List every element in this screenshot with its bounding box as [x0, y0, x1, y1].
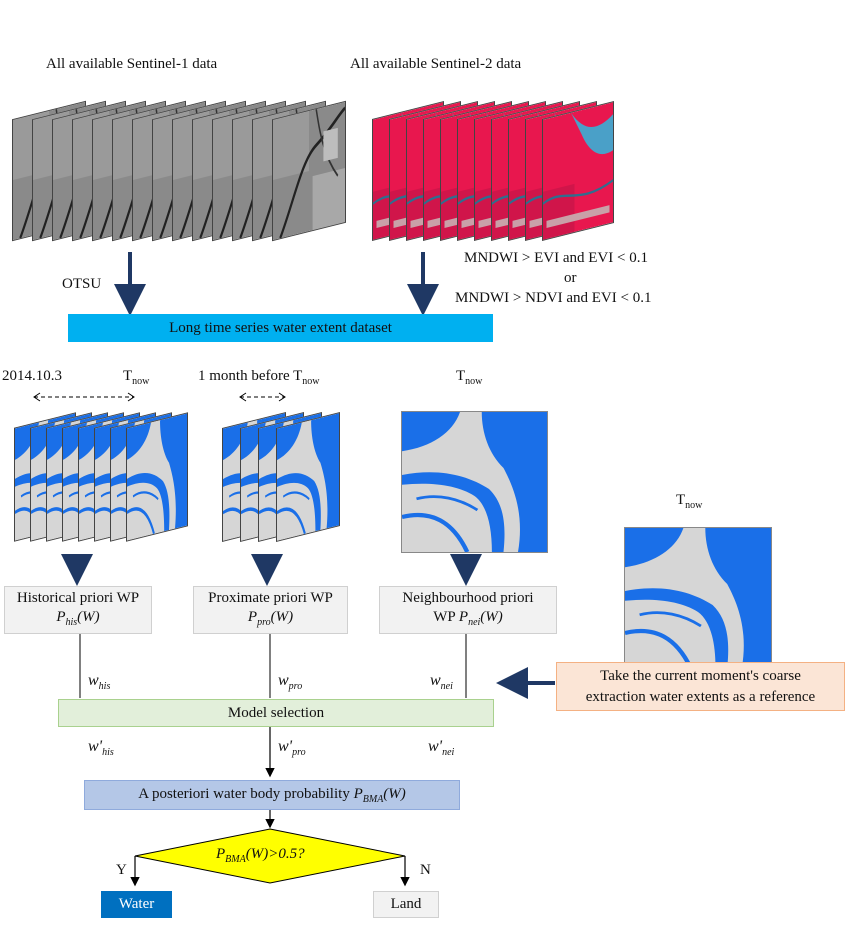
decision-condition: PBMA(W)>0.5?	[216, 846, 305, 865]
posterior-weight-his: w'his	[88, 738, 114, 759]
reference-box: Take the current moment's coarse extract…	[556, 662, 845, 711]
model-selection-bar: Model selection	[58, 699, 494, 727]
his-tnow-label: Tnow	[123, 368, 150, 387]
decision-diamond	[134, 828, 406, 884]
water-outcome-box: Water	[101, 891, 172, 918]
neighbourhood-prior-formula: WP Pnei(W)	[433, 608, 503, 628]
proximate-prior-title: Proximate priori WP	[208, 589, 333, 606]
reference-tnow-label: Tnow	[676, 492, 703, 511]
dataset-label: Long time series water extent dataset	[169, 319, 392, 336]
rule-line-1: MNDWI > EVI and EVI < 0.1	[464, 250, 648, 266]
otsu-label: OTSU	[62, 276, 102, 292]
rule-line-2: MNDWI > NDVI and EVI < 0.1	[455, 290, 652, 306]
posterior-label: A posteriori water body probability PBMA…	[138, 785, 406, 805]
s1-image-layer	[272, 100, 346, 242]
land-outcome-label: Land	[390, 896, 422, 912]
decision-yes-label: Y	[116, 862, 127, 878]
nei-tnow-label: Tnow	[456, 368, 483, 387]
posterior-weight-nei: w'nei	[428, 738, 455, 759]
model-selection-label: Model selection	[227, 704, 325, 721]
historical-prior-formula: Phis(W)	[56, 608, 100, 628]
start-date-label: 2014.10.3	[2, 368, 62, 384]
sentinel-2-title: All available Sentinel-2 data	[350, 56, 522, 72]
historical-map-layer	[126, 412, 188, 542]
proximate-map-layer	[276, 412, 340, 542]
historical-prior-title: Historical priori WP	[16, 589, 140, 606]
proximate-prior-formula: Ppro(W)	[247, 608, 294, 628]
posterior-weight-pro: w'pro	[278, 738, 306, 759]
land-outcome-box: Land	[373, 891, 439, 918]
neighbourhood-prior-title: Neighbourhood priori	[402, 589, 534, 606]
reference-map-image	[624, 527, 772, 669]
weight-his: whis	[88, 672, 111, 693]
month-before-label: 1 month before Tnow	[198, 368, 320, 387]
water-extent-dataset-bar: Long time series water extent dataset	[68, 314, 493, 342]
s2-image-layer	[542, 101, 614, 241]
reference-line-1: Take the current moment's coarse	[600, 667, 801, 684]
water-outcome-label: Water	[118, 896, 155, 912]
proximate-prior-box: Proximate priori WP Ppro(W)	[193, 586, 348, 634]
reference-line-2: extraction water extents as a reference	[585, 688, 816, 705]
historical-prior-box: Historical priori WP Phis(W)	[4, 586, 152, 634]
posterior-probability-bar: A posteriori water body probability PBMA…	[84, 780, 460, 810]
weight-pro: wpro	[278, 672, 303, 693]
weight-nei: wnei	[430, 672, 453, 693]
sentinel-1-title: All available Sentinel-1 data	[46, 56, 218, 72]
neighbourhood-prior-box: Neighbourhood priori WP Pnei(W)	[379, 586, 557, 634]
rule-or: or	[564, 270, 577, 286]
decision-no-label: N	[420, 862, 431, 878]
neighbourhood-map-image	[401, 411, 548, 553]
